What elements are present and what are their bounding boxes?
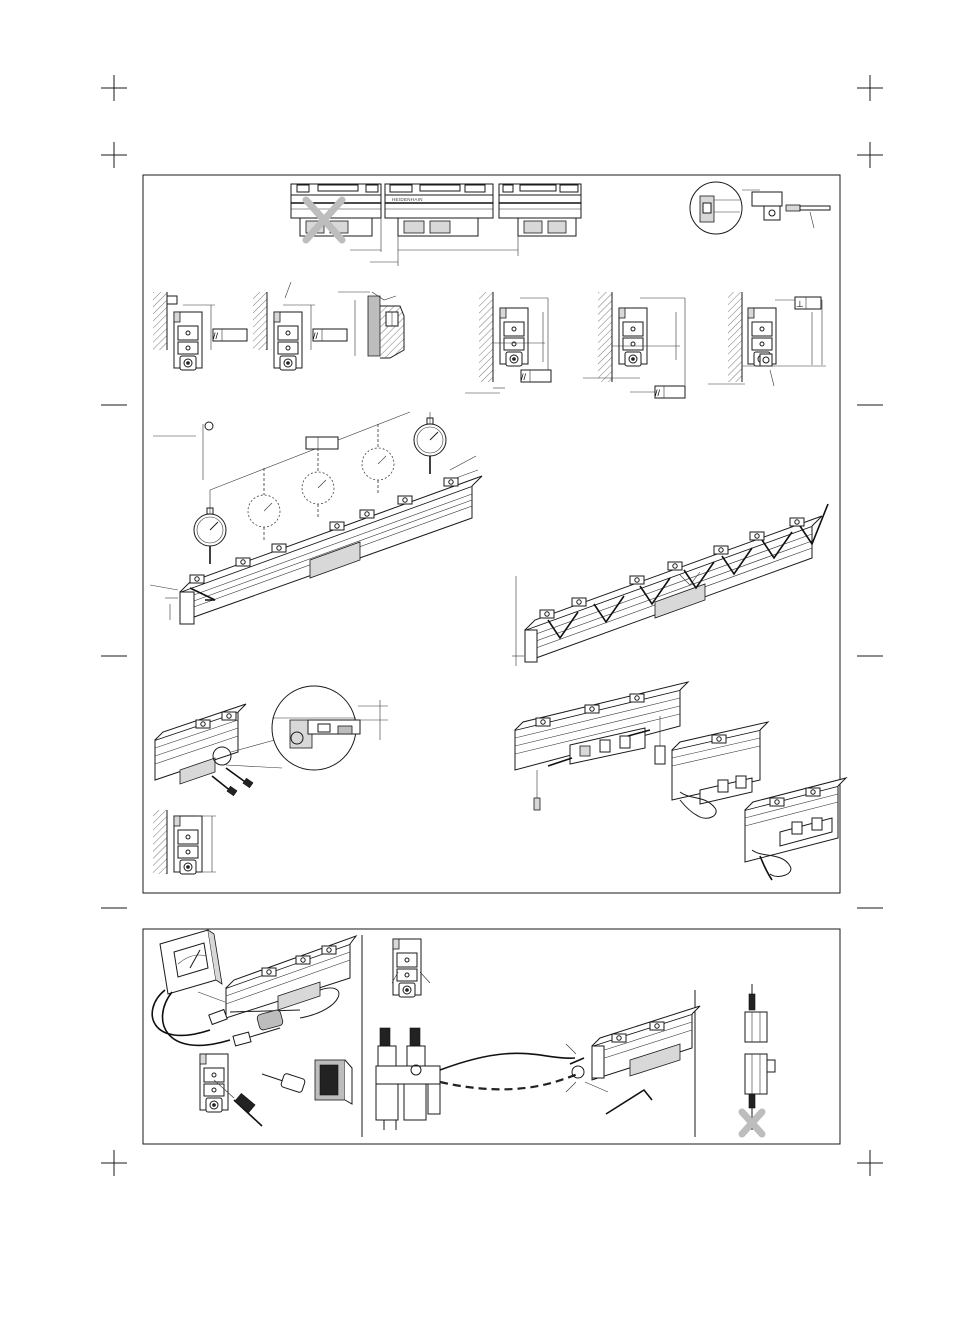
tolerance-symbol: //	[313, 331, 319, 341]
detail-view-figure	[689, 181, 831, 235]
dial-gauge-figure	[149, 411, 483, 625]
connection-panel	[142, 928, 841, 1145]
dial-gauge-icon	[413, 417, 447, 475]
crop-marks	[101, 75, 883, 1176]
mounting-panel	[142, 174, 841, 894]
crop-mark-icon	[101, 75, 127, 101]
brand-label: HEIDENHAIN	[392, 197, 423, 202]
tolerance-symbol: //	[213, 331, 219, 341]
connector-icon	[748, 984, 756, 1011]
scale-segments-figure: HEIDENHAIN	[290, 183, 582, 266]
screw-fixing-figure	[153, 685, 388, 875]
dial-gauge-icon	[301, 471, 335, 519]
dial-gauge-icon	[193, 507, 227, 565]
dial-gauge-icon	[247, 494, 281, 542]
connector-orientation-figure	[738, 984, 776, 1138]
crop-mark-icon	[101, 142, 127, 168]
air-supply-figure	[375, 938, 701, 1130]
cross-out-icon	[302, 196, 346, 244]
cross-out-icon	[738, 1108, 766, 1138]
hex-key-icon	[605, 1088, 653, 1115]
crop-mark-icon	[857, 142, 883, 168]
dial-gauge-icon	[361, 447, 395, 495]
tolerance-symbol: ⊥	[796, 299, 804, 309]
tolerance-symbol: //	[521, 372, 527, 382]
tolerance-symbol: //	[655, 388, 661, 398]
crop-mark-icon	[857, 75, 883, 101]
crop-mark-icon	[857, 1150, 883, 1176]
crop-mark-icon	[101, 1150, 127, 1176]
alignment-figures-row: // // //	[153, 281, 826, 399]
meter-connection-figure	[151, 929, 358, 1127]
cable-mounting-figure	[514, 681, 848, 881]
rail-spring-figure	[512, 503, 829, 666]
